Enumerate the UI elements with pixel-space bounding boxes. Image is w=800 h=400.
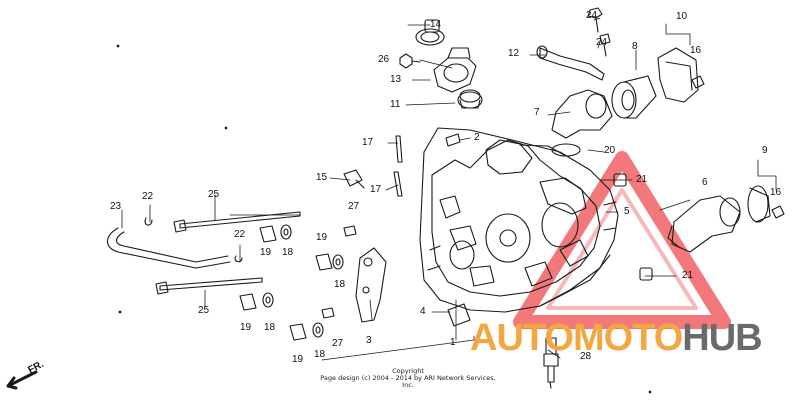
callout-27a: 27 bbox=[348, 201, 360, 212]
callout-25a: 25 bbox=[208, 189, 220, 200]
watermark-triangle bbox=[513, 151, 731, 329]
callout-12: 12 bbox=[508, 48, 520, 59]
callout-8: 8 bbox=[632, 41, 638, 52]
callout-13: 13 bbox=[390, 74, 402, 85]
callout-7: 7 bbox=[534, 107, 540, 118]
callout-1: 1 bbox=[450, 337, 456, 348]
callout-19a: 19 bbox=[260, 247, 272, 258]
callout-10: 10 bbox=[676, 11, 688, 22]
part-13-cover bbox=[433, 47, 477, 93]
callout-4: 4 bbox=[420, 306, 426, 317]
part-28-spark-plug bbox=[543, 337, 559, 389]
copyright-line-2: Page design (c) 2004 - 2014 by ARI Netwo… bbox=[320, 374, 496, 389]
part-21-dowel-top bbox=[613, 173, 627, 187]
callout-9: 9 bbox=[762, 145, 768, 156]
part-2-dowel bbox=[445, 133, 461, 147]
copyright-notice: Copyright Page design (c) 2004 - 2014 by… bbox=[318, 368, 498, 389]
callout-19b: 19 bbox=[316, 232, 328, 243]
callout-14: 14 bbox=[430, 19, 442, 30]
callout-18a: 18 bbox=[282, 247, 294, 258]
callout-27b: 27 bbox=[332, 338, 344, 349]
part-27-bolt-top bbox=[343, 225, 357, 237]
callout-5: 5 bbox=[624, 206, 630, 217]
leader-lines bbox=[121, 17, 777, 361]
part-22-clip-left bbox=[144, 217, 153, 226]
part-23-hose bbox=[106, 227, 231, 269]
callout-21a: 21 bbox=[636, 174, 648, 185]
cylinder-head bbox=[419, 127, 619, 313]
part-22-clip-right bbox=[234, 255, 243, 263]
part-10-band bbox=[657, 47, 699, 103]
part-16-screw bbox=[691, 75, 705, 89]
watermark-text-moto: MOTO bbox=[572, 317, 683, 359]
part-12-pipe bbox=[536, 45, 605, 81]
watermark-text-auto: AUTO bbox=[470, 317, 574, 359]
callout-18c: 18 bbox=[264, 322, 276, 333]
callout-19d: 19 bbox=[292, 354, 304, 365]
callout-15: 15 bbox=[316, 172, 328, 183]
callout-18b: 18 bbox=[334, 279, 346, 290]
callout-26: 26 bbox=[378, 54, 390, 65]
callout-20: 20 bbox=[604, 145, 616, 156]
watermark-logo: AUTOMOTOHUB bbox=[470, 317, 763, 359]
part-24-bolts bbox=[587, 7, 611, 57]
part-7-intake-pipe bbox=[551, 89, 613, 139]
part-8-insulator bbox=[611, 75, 657, 119]
callout-22a: 22 bbox=[142, 191, 154, 202]
part-4-dowel bbox=[447, 303, 471, 327]
callout-17b: 17 bbox=[370, 184, 382, 195]
callout-6: 6 bbox=[702, 177, 708, 188]
callout-21b: 21 bbox=[682, 270, 694, 281]
part-15-sensor bbox=[343, 169, 365, 189]
part-18-washers bbox=[262, 224, 344, 338]
copyright-line-1: Copyright bbox=[392, 367, 424, 375]
part-11-thermostat bbox=[457, 89, 483, 109]
callout-28: 28 bbox=[580, 351, 592, 362]
callout-3: 3 bbox=[366, 335, 372, 346]
callout-18d: 18 bbox=[314, 349, 326, 360]
part-25-studs bbox=[155, 211, 301, 295]
callout-23: 23 bbox=[110, 201, 122, 212]
part-16-screw-right bbox=[771, 205, 785, 219]
callout-16a: 16 bbox=[690, 45, 702, 56]
front-arrow bbox=[6, 370, 38, 390]
part-27-bolt-bottom bbox=[321, 307, 335, 319]
part-9-band bbox=[747, 185, 771, 223]
part-26-bolt bbox=[399, 53, 421, 69]
callout-19c: 19 bbox=[240, 322, 252, 333]
callout-22b: 22 bbox=[234, 229, 246, 240]
callout-16b: 16 bbox=[770, 187, 782, 198]
callout-17a: 17 bbox=[362, 137, 374, 148]
callout-11: 11 bbox=[390, 99, 401, 110]
part-20-o-ring bbox=[551, 143, 581, 157]
callout-24a: 24 bbox=[586, 10, 598, 21]
part-17-studs bbox=[393, 135, 403, 197]
callout-2: 2 bbox=[474, 132, 480, 143]
watermark-text-hub: HUB bbox=[682, 317, 762, 359]
part-14-clamp bbox=[415, 19, 445, 46]
callout-24b: 24 bbox=[596, 37, 608, 48]
part-21-dowel-bottom bbox=[639, 267, 653, 281]
part-3-holder bbox=[355, 247, 387, 323]
part-19-nuts bbox=[239, 225, 333, 341]
part-6-intake-joint bbox=[667, 195, 741, 253]
callout-25b: 25 bbox=[198, 305, 210, 316]
